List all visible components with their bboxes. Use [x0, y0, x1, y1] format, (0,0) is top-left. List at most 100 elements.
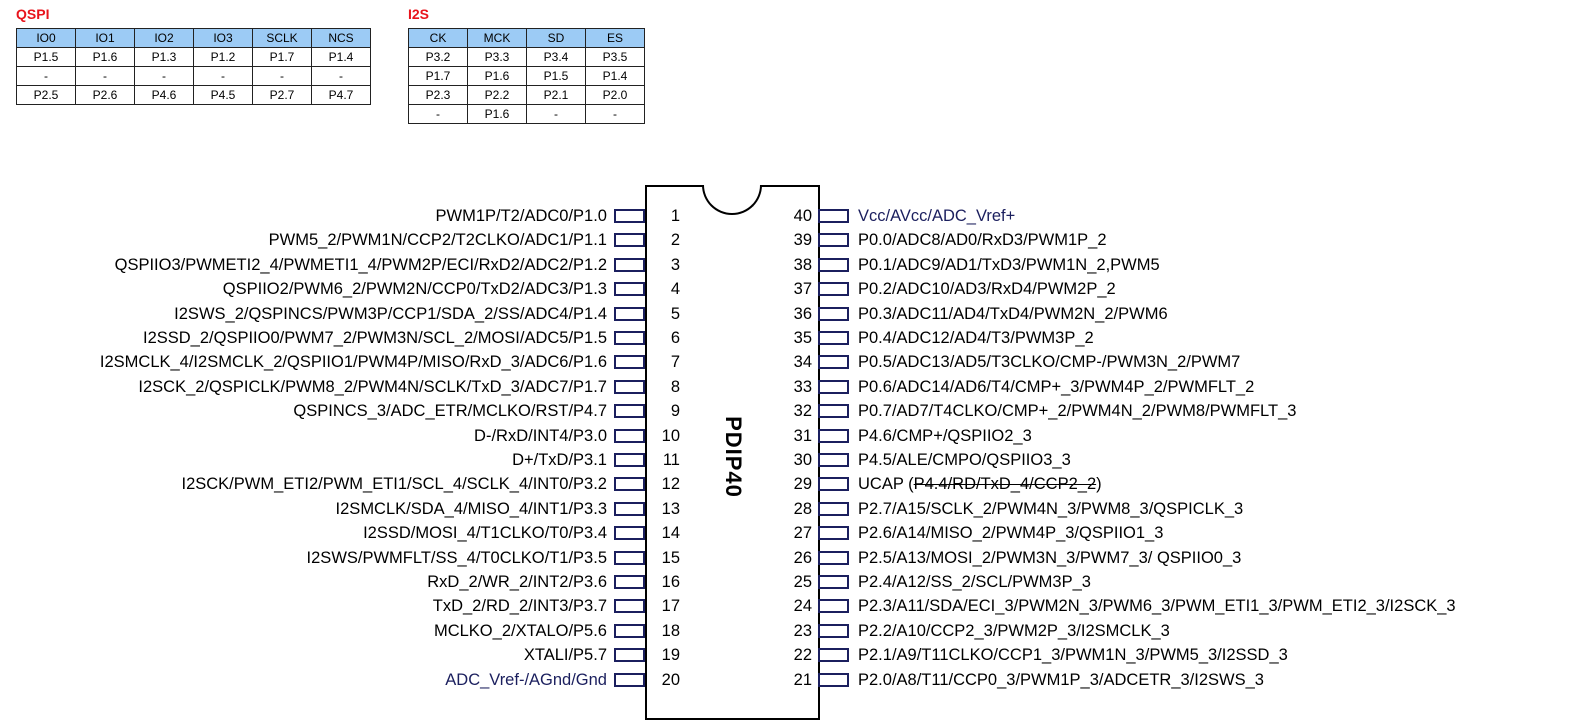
pin-number: 23 — [793, 621, 812, 640]
pin-pad — [614, 209, 645, 223]
chip-name: PDIP40 — [721, 416, 746, 498]
pin-pad — [614, 428, 645, 443]
pin-label: P2.7/A15/SCLK_2/PWM4N_3/PWM8_3/QSPICLK_3 — [858, 499, 1243, 519]
pin-label: QSPIIO2/PWM6_2/PWM2N/CCP0/TxD2/ADC3/P1.3 — [222, 280, 607, 299]
pin-pad — [614, 404, 645, 419]
pin-label: P2.4/A12/SS_2/SCL/PWM3P_3 — [858, 572, 1091, 592]
pin-pad — [614, 672, 645, 687]
table-cell: P2.2 — [467, 85, 527, 105]
pin-pad — [614, 477, 645, 492]
pin-label: D+/TxD/P3.1 — [512, 451, 607, 469]
pin-number: 15 — [661, 548, 680, 567]
pin-pad — [818, 672, 849, 687]
pin-label-text: P2.0/A8/T11/CCP0_3/PWM1P_3/ADCETR_3/I2SW… — [858, 670, 1264, 689]
pin-label-text: P0.6/ADC14/AD6/T4/CMP+_3/PWM4P_2/PWMFLT_… — [858, 377, 1255, 396]
pin-pad — [818, 575, 849, 589]
pin-pad — [818, 379, 849, 394]
i2s-title: I2S — [408, 6, 430, 22]
pin-number: 17 — [661, 597, 680, 616]
pin-number: 27 — [793, 524, 812, 543]
pin-label: P0.0/ADC8/AD0/RxD3/PWM1P_2 — [858, 230, 1107, 250]
pin-label-text: P0.5/ADC13/AD5/T3CLKO/CMP-/PWM3N_2/PWM7 — [858, 353, 1241, 372]
pin-label-text: P2.1/A9/T11CLKO/CCP1_3/PWM1N_3/PWM5_3/I2… — [858, 646, 1288, 665]
pin-label: QSPINCS_3/ADC_ETR/MCLKO/RST/P4.7 — [293, 402, 607, 421]
pin-pad — [614, 526, 645, 541]
column-header: IO0 — [16, 28, 76, 48]
column-header: MCK — [467, 28, 527, 48]
table-cell: P4.5 — [193, 85, 253, 105]
pin-pad — [818, 257, 849, 272]
pin-label-text: P0.0/ADC8/AD0/RxD3/PWM1P_2 — [858, 231, 1107, 250]
pin-pad — [614, 282, 645, 297]
table-cell: - — [134, 66, 194, 86]
pin-label: PWM1P/T2/ADC0/P1.0 — [435, 207, 607, 225]
pin-pad — [818, 453, 849, 467]
table-cell: P1.5 — [16, 47, 76, 67]
pin-label: P0.7/AD7/T4CLKO/CMP+_2/PWM4N_2/PWM8/PWMF… — [858, 401, 1296, 421]
pin-number: 40 — [793, 207, 812, 225]
pin-label: P0.3/ADC11/AD4/TxD4/PWM2N_2/PWM6 — [858, 304, 1168, 324]
table-cell: P2.5 — [16, 85, 76, 105]
pin-label: XTALI/P5.7 — [523, 646, 607, 665]
table-cell: - — [311, 66, 371, 86]
pin-number: 33 — [793, 377, 812, 396]
pin-label: D-/RxD/INT4/P3.0 — [474, 426, 607, 445]
pin-pad — [614, 379, 645, 394]
pin-label: P2.3/A11/SDA/ECI_3/PWM2N_3/PWM6_3/PWM_ET… — [858, 596, 1456, 616]
table-cell: - — [16, 66, 76, 86]
column-header: CK — [408, 28, 468, 48]
pin-number: 37 — [793, 280, 812, 299]
table-cell: P1.7 — [252, 47, 312, 67]
table-cell: P1.6 — [467, 104, 527, 124]
pin-label-suffix: ) — [1096, 475, 1102, 494]
pin-label-struck: P4.4/RD/TxD_4/CCP2_2 — [913, 475, 1097, 494]
pin-number: 21 — [793, 670, 812, 689]
pin-number: 11 — [662, 451, 680, 469]
chip-notch — [702, 185, 762, 215]
pin-pad — [614, 453, 645, 467]
table-cell: P1.4 — [311, 47, 371, 67]
pin-number: 39 — [793, 231, 812, 250]
pin-label-text: UCAP ( — [858, 475, 914, 494]
pin-pad — [614, 575, 645, 589]
pin-pad — [818, 648, 849, 663]
table-cell: P1.2 — [193, 47, 253, 67]
pin-pad — [818, 404, 849, 419]
table-cell: - — [526, 104, 586, 124]
pin-number: 22 — [793, 646, 812, 665]
pin-number: 10 — [661, 426, 680, 445]
table-cell: P2.7 — [252, 85, 312, 105]
pin-pad — [818, 550, 849, 565]
pin-label: Vcc/AVcc/ADC_Vref+ — [858, 206, 1015, 226]
pin-number: 13 — [661, 499, 680, 518]
pin-number: 4 — [670, 280, 680, 299]
pin-number: 32 — [793, 402, 812, 421]
pin-label: I2SSD/MOSI_4/T1CLKO/T0/P3.4 — [363, 524, 607, 543]
pin-label: MCLKO_2/XTALO/P5.6 — [433, 621, 607, 640]
column-header: ES — [585, 28, 645, 48]
pin-number: 19 — [661, 646, 680, 665]
pin-label: P0.1/ADC9/AD1/TxD3/PWM1N_2,PWM5 — [858, 255, 1160, 275]
pin-label: PWM5_2/PWM1N/CCP2/T2CLKO/ADC1/P1.1 — [268, 231, 607, 250]
pin-pad — [818, 477, 849, 492]
pin-label-text: P0.4/ADC12/AD4/T3/PWM3P_2 — [858, 329, 1094, 347]
pin-pad — [818, 331, 849, 345]
pin-label: P0.5/ADC13/AD5/T3CLKO/CMP-/PWM3N_2/PWM7 — [858, 352, 1240, 372]
pin-number: 24 — [793, 597, 812, 616]
pin-pad — [818, 623, 849, 638]
pin-label-text: P4.6/CMP+/QSPIIO2_3 — [858, 426, 1032, 445]
pin-label: P4.6/CMP+/QSPIIO2_3 — [858, 426, 1032, 446]
pin-label: I2SWS_2/QSPINCS/PWM3P/CCP1/SDA_2/SS/ADC4… — [174, 304, 607, 323]
pin-label: I2SCK/PWM_ETI2/PWM_ETI1/SCL_4/SCLK_4/INT… — [181, 475, 608, 494]
pin-label-text: Vcc/AVcc/ADC_Vref+ — [858, 207, 1016, 225]
table-cell: - — [585, 104, 645, 124]
table-cell: P1.3 — [134, 47, 194, 67]
pin-pad — [818, 428, 849, 443]
pin-number: 26 — [793, 548, 812, 567]
table-cell: P4.7 — [311, 85, 371, 105]
pin-label: ADC_Vref-/AGnd/Gnd — [445, 670, 607, 689]
pin-number: 25 — [793, 573, 812, 591]
